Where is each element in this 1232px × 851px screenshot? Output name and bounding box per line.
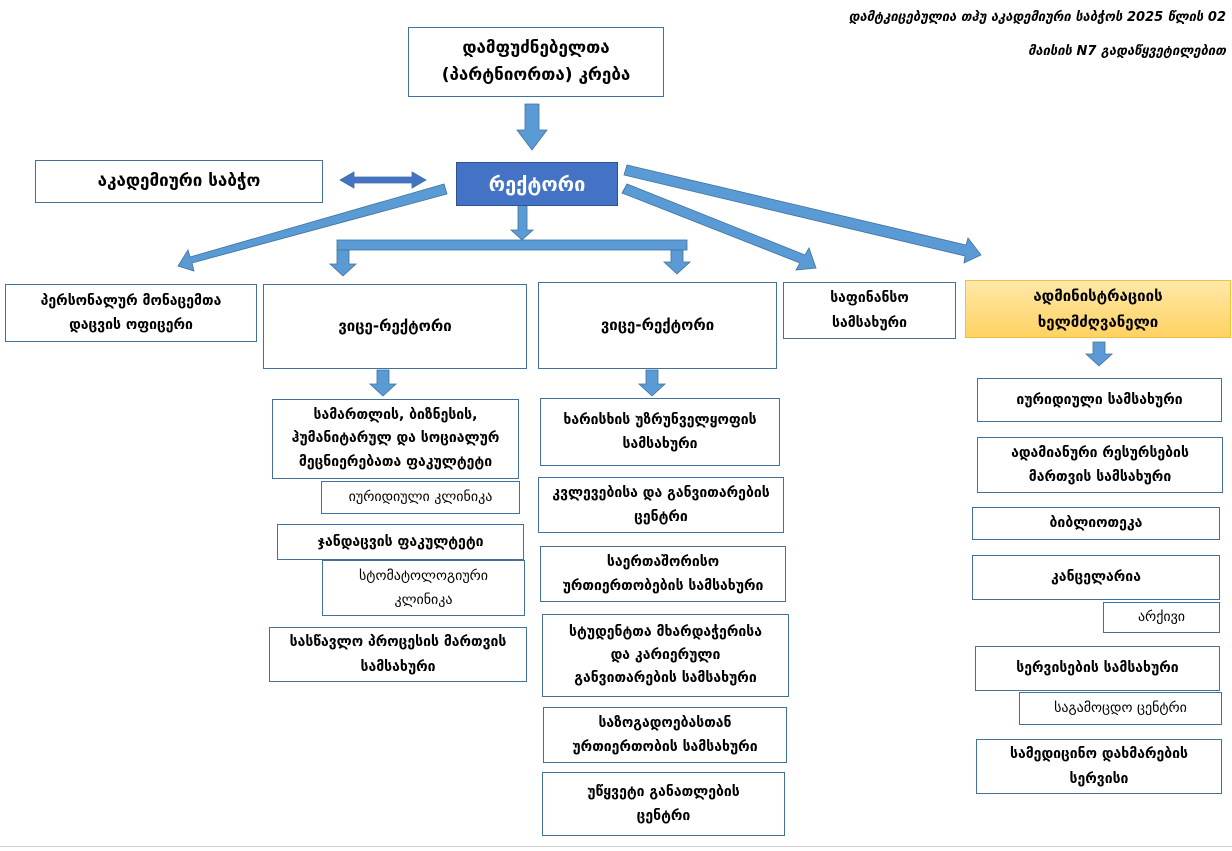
dental-clinic-box[interactable]: სტომატოლოგიური კლინიკა: [322, 560, 525, 616]
hr-service-box[interactable]: ადამიანური რესურსების მართვის სამსახური: [977, 437, 1223, 493]
legal-service-box[interactable]: იურიდიული სამსახური: [977, 378, 1222, 422]
admin-head-box[interactable]: ადმინისტრაციის ხელმძღვანელი: [965, 280, 1231, 338]
study-process-box[interactable]: სასწავლო პროცესის მართვის სამსახური: [269, 627, 527, 682]
approval-line-2: მაისის N7 გადაწყვეტილებით: [1028, 44, 1226, 59]
bottom-divider: [0, 846, 1232, 847]
archive-box[interactable]: არქივი: [1103, 602, 1220, 633]
health-faculty-box[interactable]: ჯანდაცვის ფაკულტეტი: [277, 524, 524, 560]
arrow-rector-finance: [621, 183, 817, 271]
arrow-rector-stem: [509, 204, 535, 241]
arrow-to-vice-rector-2: [662, 249, 692, 275]
public-relations-box[interactable]: საზოგადოებასთან ურთიერთობის სამსახური: [543, 707, 787, 763]
finance-service-box[interactable]: საფინანსო სამსახური: [783, 282, 956, 339]
founders-assembly-box[interactable]: დამფუძნებელთა (პარტნიორთა) კრება: [408, 27, 664, 97]
chancellery-box[interactable]: კანცელარია: [972, 555, 1220, 600]
arrow-vr1-down: [368, 369, 398, 397]
approval-line-1: დამტკიცებულია თჰუ აკადემიური საბჭოს 2025…: [848, 10, 1226, 25]
vice-rector-1-box[interactable]: ვიცე-რექტორი: [263, 284, 527, 369]
arrow-rector-admin: [623, 164, 982, 264]
legal-clinic-box[interactable]: იურიდიული კლინიკა: [321, 481, 520, 514]
vice-rector-2-box[interactable]: ვიცე-რექტორი: [538, 282, 777, 369]
academic-council-box[interactable]: აკადემიური საბჭო: [35, 160, 323, 203]
rector-box[interactable]: რექტორი: [456, 162, 618, 206]
library-box[interactable]: ბიბლიოთეკა: [972, 507, 1220, 540]
law-business-faculty-box[interactable]: სამართლის, ბიზნესის, ჰუმანიტარულ და სოცი…: [272, 399, 519, 479]
arrow-rector-officer: [177, 183, 448, 272]
quality-assurance-box[interactable]: ხარისხის უზრუნველყოფის სამსახური: [540, 398, 780, 466]
medical-service-box[interactable]: სამედიცინო დახმარების სერვისი: [976, 739, 1222, 794]
vice-rector-bar: [336, 239, 688, 251]
arrow-vr2-down: [637, 369, 667, 397]
student-support-box[interactable]: სტუდენტთა მხარდაჭერისა და კარიერული განვ…: [542, 614, 789, 697]
exam-center-box[interactable]: საგამოცდო ცენტრი: [1019, 692, 1222, 725]
international-relations-box[interactable]: საერთაშორისო ურთიერთობების სამსახური: [540, 546, 786, 602]
arrow-rector-council: [339, 171, 427, 189]
services-box[interactable]: სერვისების სამსახური: [975, 646, 1220, 691]
research-development-box[interactable]: კვლევებისა და განვითარების ცენტრი: [538, 477, 784, 533]
arrow-admin-down: [1084, 341, 1114, 367]
continuing-education-box[interactable]: უწყვეტი განათლების ცენტრი: [542, 772, 785, 836]
arrow-founders-rector: [516, 103, 548, 151]
arrow-to-vice-rector-1: [328, 249, 358, 277]
personal-data-officer-box[interactable]: პერსონალურ მონაცემთა დაცვის ოფიცერი: [5, 284, 257, 342]
